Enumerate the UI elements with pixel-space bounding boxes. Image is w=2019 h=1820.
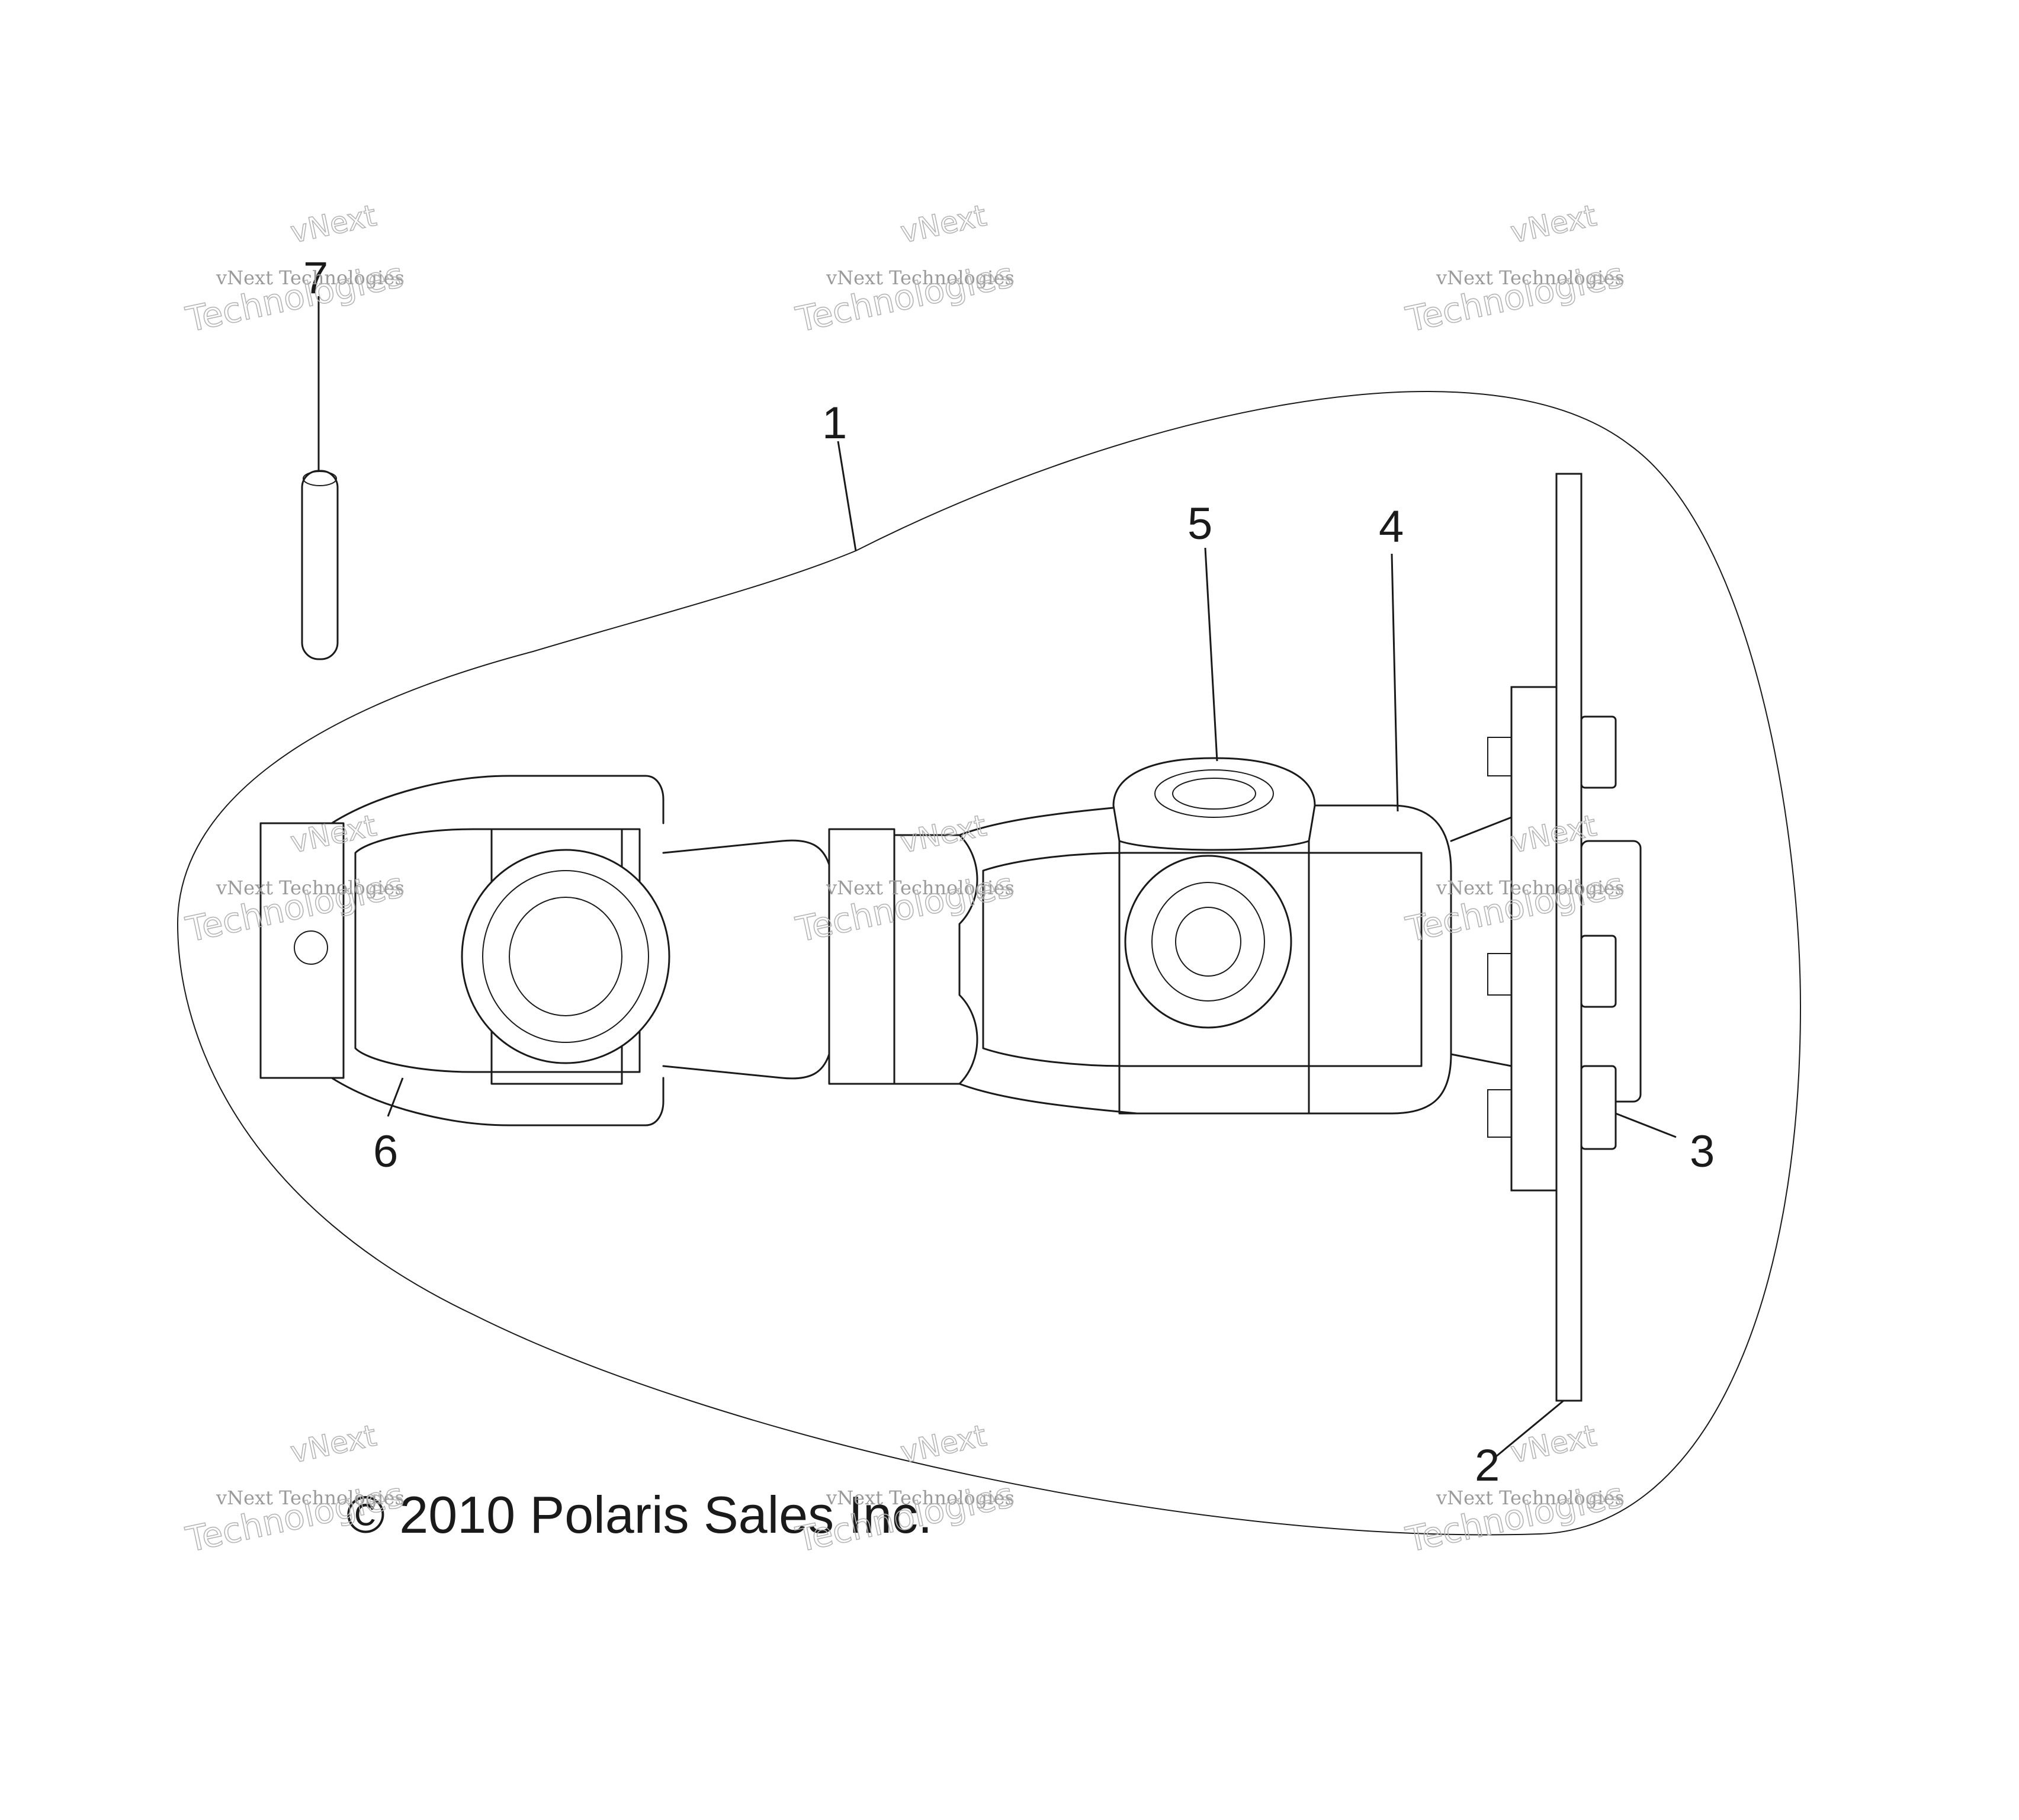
svg-text:vNext: vNext bbox=[287, 1418, 379, 1470]
svg-text:vNext Technologies: vNext Technologies bbox=[826, 1487, 1015, 1509]
flange bbox=[1510, 686, 1558, 1192]
right-bearing bbox=[1112, 757, 1316, 1115]
svg-text:vNext: vNext bbox=[287, 198, 379, 250]
callouts: 1 2 3 4 5 6 7 bbox=[303, 253, 1715, 1491]
watermark: vNext Technologies vNext Technologies bbox=[182, 198, 407, 341]
svg-text:vNext Technologies: vNext Technologies bbox=[1436, 877, 1625, 899]
svg-text:vNext Technologies: vNext Technologies bbox=[216, 267, 405, 289]
watermark: vNext Technologies vNext Technologies bbox=[182, 808, 407, 951]
callout-6[interactable]: 6 bbox=[373, 1126, 398, 1177]
svg-text:vNext Technologies: vNext Technologies bbox=[216, 877, 405, 899]
svg-text:vNext: vNext bbox=[897, 198, 989, 250]
svg-text:vNext Technologies: vNext Technologies bbox=[826, 877, 1015, 899]
watermark: vNext Technologies vNext Technologies bbox=[1402, 1418, 1628, 1561]
svg-text:vNext: vNext bbox=[287, 808, 379, 860]
copyright-text: © 2010 Polaris Sales Inc. bbox=[346, 1485, 932, 1544]
callout-4[interactable]: 4 bbox=[1379, 502, 1404, 552]
callout-7[interactable]: 7 bbox=[303, 253, 328, 303]
svg-text:vNext Technologies: vNext Technologies bbox=[1436, 267, 1625, 289]
roll-pin bbox=[301, 470, 339, 660]
watermark: vNext Technologies vNext Technologies bbox=[792, 198, 1017, 341]
svg-text:vNext Technologies: vNext Technologies bbox=[216, 1487, 405, 1509]
bolt-group bbox=[1487, 715, 1617, 1150]
svg-text:vNext: vNext bbox=[1507, 1418, 1599, 1470]
svg-text:vNext: vNext bbox=[897, 1418, 989, 1470]
svg-text:vNext Technologies: vNext Technologies bbox=[1436, 1487, 1625, 1509]
mounting-plate bbox=[1555, 473, 1583, 1402]
svg-text:vNext: vNext bbox=[1507, 198, 1599, 250]
left-bearing bbox=[461, 828, 670, 1085]
svg-text:vNext: vNext bbox=[897, 808, 989, 860]
callout-2[interactable]: 2 bbox=[1475, 1440, 1500, 1491]
callout-3[interactable]: 3 bbox=[1690, 1126, 1715, 1177]
callout-5[interactable]: 5 bbox=[1187, 499, 1212, 549]
leader-lines bbox=[317, 296, 1677, 1458]
callout-1[interactable]: 1 bbox=[822, 398, 847, 448]
watermark: vNext Technologies vNext Technologies bbox=[1402, 198, 1628, 341]
left-yoke bbox=[259, 775, 665, 1126]
assembly-outline bbox=[176, 391, 1802, 1536]
shaft-tube bbox=[662, 828, 978, 1085]
right-yoke bbox=[958, 804, 1513, 1115]
watermarks: vNext Technologies vNext Technologies vN… bbox=[182, 198, 1628, 1561]
svg-text:vNext Technologies: vNext Technologies bbox=[826, 267, 1015, 289]
